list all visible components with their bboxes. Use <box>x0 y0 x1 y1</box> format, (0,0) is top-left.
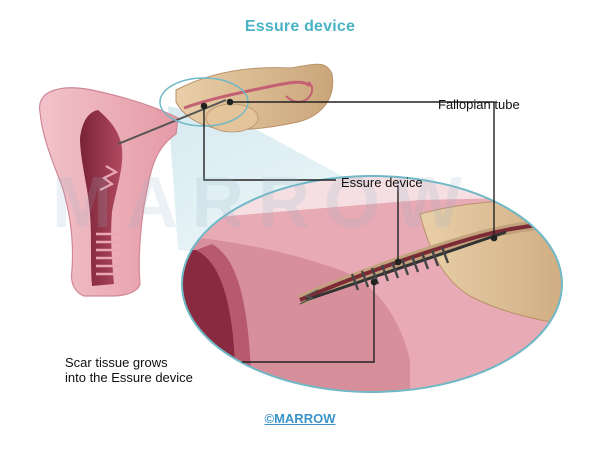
leader-scar-tissue <box>242 282 375 363</box>
credit: ©MARROW <box>0 411 600 426</box>
magnified-circle-outline <box>181 175 563 393</box>
label-scar-line-2: into the Essure device <box>65 370 193 385</box>
label-essure-device: Essure device <box>341 175 423 190</box>
label-scar-line-1: Scar tissue grows <box>65 355 168 370</box>
label-scar-tissue: Scar tissue grows into the Essure device <box>65 355 193 385</box>
watermark: MARROW <box>52 163 476 243</box>
copyright-symbol: © <box>264 411 275 426</box>
diagram-title: Essure device <box>244 18 356 35</box>
fallopian-tube-overview <box>117 63 334 145</box>
label-fallopian-tube: Fallopian tube <box>438 97 520 112</box>
essure-coil <box>305 230 507 302</box>
leader-lines <box>200 98 498 363</box>
credit-brand: MARROW <box>274 411 336 426</box>
leader-essure-device <box>203 106 336 181</box>
uterus-overview <box>39 87 179 297</box>
